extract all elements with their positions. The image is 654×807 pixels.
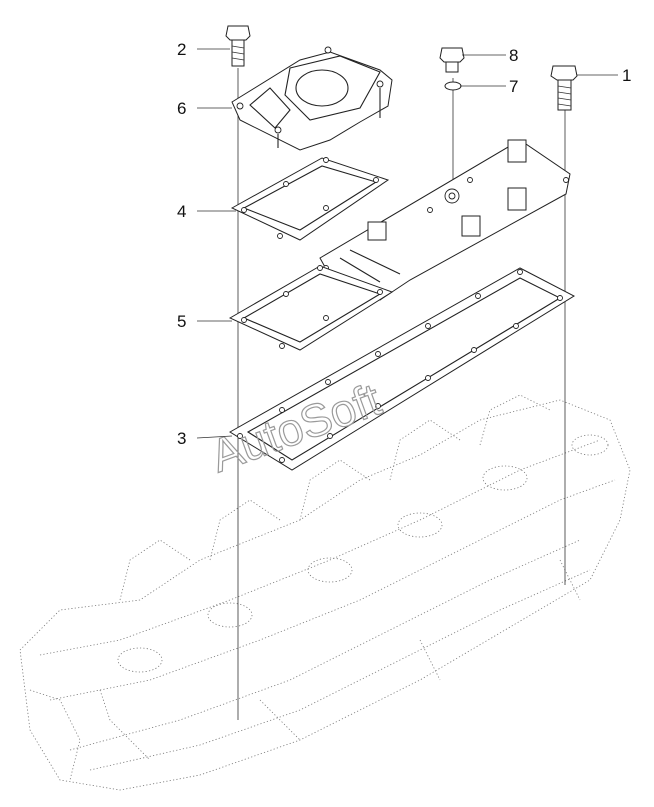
plug-8 [439,47,465,73]
callout-leaders [196,48,618,439]
callout-label-6: 6 [177,99,186,118]
valve-cover [319,139,571,301]
gasket-5 [228,265,394,351]
callout-label-2: 2 [177,40,186,59]
cylinder-head-outline [19,394,631,791]
callout-label-7: 7 [509,77,518,96]
bolt-1 [550,65,578,111]
gasket-4 [230,157,390,241]
callout-label-3: 3 [177,429,186,448]
callout-label-8: 8 [509,46,518,65]
housing-6 [231,46,393,151]
callout-label-5: 5 [177,312,186,331]
callout-label-1: 1 [622,66,631,85]
callout-label-4: 4 [177,202,186,221]
callout-labels: 2 8 7 1 6 4 5 3 [177,40,631,448]
bolt-2 [225,25,251,67]
gasket-3 [229,267,576,471]
o-ring-7 [444,81,462,91]
